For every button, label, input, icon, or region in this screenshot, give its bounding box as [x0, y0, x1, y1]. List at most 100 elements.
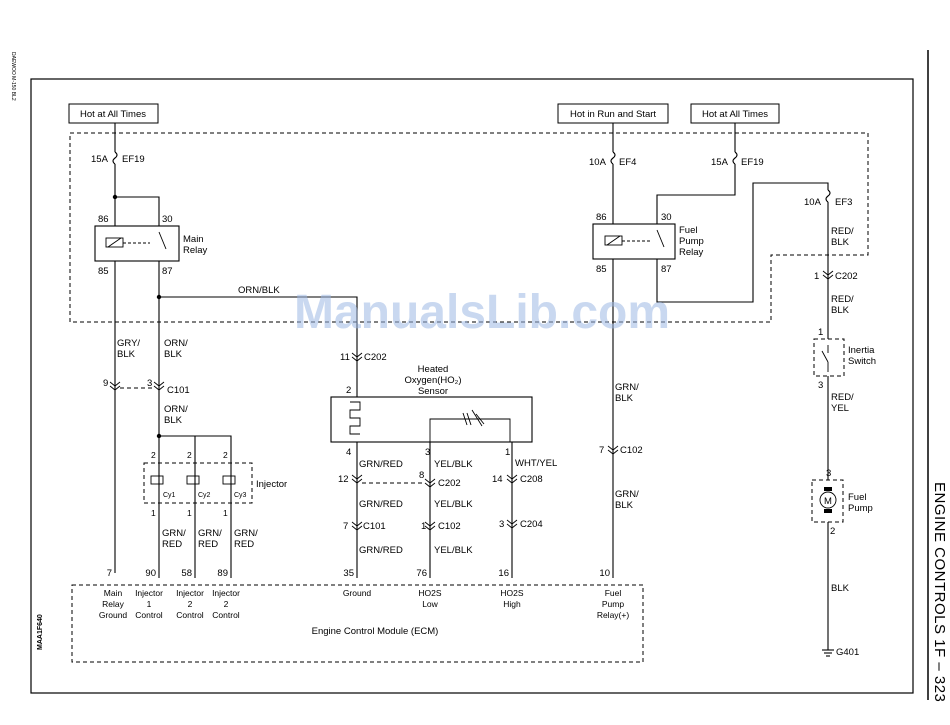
- ef3-fuse: 10A EF3: [804, 189, 852, 339]
- svg-text:1: 1: [151, 508, 156, 518]
- ecm-pin-label: Ground: [343, 588, 372, 598]
- svg-text:EF4: EF4: [619, 157, 636, 168]
- wire-label-grn-blk-1: GRN/BLK: [615, 382, 639, 404]
- svg-text:86: 86: [98, 214, 109, 225]
- c102-sensor-connector: 1 C102: [421, 521, 461, 532]
- svg-text:M: M: [824, 496, 832, 507]
- svg-text:7: 7: [599, 445, 604, 456]
- svg-text:2: 2: [223, 450, 228, 460]
- hot-in-run-and-start-label: Hot in Run and Start: [557, 103, 669, 124]
- svg-text:7: 7: [343, 521, 348, 532]
- svg-text:EF19: EF19: [122, 154, 145, 165]
- ecm-block: Engine Control Module (ECM): [71, 584, 644, 663]
- svg-text:1: 1: [421, 521, 426, 532]
- wire-label-grn-red-1: GRN/RED: [359, 459, 403, 470]
- ecm-pin-number: 76: [416, 568, 427, 579]
- wire-label-orn-blk: ORN/BLK: [238, 285, 280, 296]
- svg-text:Cy1: Cy1: [163, 492, 176, 499]
- side-code: DAEWOO M-150 BL2: [10, 52, 16, 101]
- svg-text:8: 8: [419, 470, 424, 481]
- ecm-pin-number: 35: [343, 568, 354, 579]
- ecm-pin-number: 90: [145, 568, 156, 579]
- fuse-box-outline: [69, 132, 869, 323]
- svg-text:C102: C102: [620, 445, 643, 456]
- svg-text:G401: G401: [836, 647, 859, 658]
- svg-text:C202: C202: [835, 271, 858, 282]
- svg-text:2: 2: [830, 526, 835, 537]
- svg-text:Hot at All Times: Hot at All Times: [80, 109, 146, 120]
- svg-text:C208: C208: [520, 474, 543, 485]
- injector-label: Injector: [256, 479, 287, 490]
- svg-text:87: 87: [661, 264, 672, 275]
- injector-cy3: 2 1 Cy3: [222, 450, 247, 518]
- wire-label-wht-yel: WHT/YEL: [515, 458, 557, 469]
- wire-label-yel-blk-3: YEL/BLK: [434, 545, 473, 556]
- ground-g401: G401: [822, 647, 859, 658]
- wire-label-grn-red-inj3: GRN/RED: [234, 528, 258, 550]
- ef19-right-fuse: 15A EF19: [656, 123, 764, 224]
- svg-text:15A: 15A: [91, 154, 109, 165]
- svg-text:15A: 15A: [711, 157, 729, 168]
- svg-text:3: 3: [147, 378, 152, 389]
- injector-cy2: 2 1 Cy2: [186, 450, 211, 518]
- hot-at-all-times-left-label: Hot at All Times: [68, 103, 159, 124]
- svg-text:3: 3: [826, 468, 831, 479]
- svg-text:1: 1: [187, 508, 192, 518]
- c202-right-connector: 1 C202: [814, 270, 858, 282]
- ecm-title: Engine Control Module (ECM): [312, 626, 439, 637]
- svg-text:3: 3: [499, 519, 504, 530]
- ecm-pin-number: 7: [107, 568, 112, 579]
- wire-label-orn-blk-2: ORN/BLK: [164, 404, 188, 426]
- svg-text:C101: C101: [167, 385, 190, 396]
- ecm-pin-number: 10: [599, 568, 610, 579]
- c208-connector: 14 C208: [492, 474, 543, 485]
- svg-text:Cy3: Cy3: [234, 492, 247, 499]
- wire-label-blk: BLK: [831, 583, 850, 594]
- side-title: ENGINE CONTROLS 1F – 323: [931, 482, 948, 702]
- svg-text:9: 9: [103, 378, 108, 389]
- svg-text:4: 4: [346, 447, 351, 458]
- wire-label-yel-blk-1: YEL/BLK: [434, 459, 473, 470]
- svg-text:1: 1: [223, 508, 228, 518]
- svg-text:C102: C102: [438, 521, 461, 532]
- svg-text:10A: 10A: [804, 197, 822, 208]
- wire-label-red-yel: RED/YEL: [831, 392, 854, 414]
- wire-label-grn-red-2: GRN/RED: [359, 499, 403, 510]
- svg-text:3: 3: [425, 447, 430, 458]
- wire-label-orn-blk-1: ORN/BLK: [164, 338, 188, 360]
- hot-at-all-times-right-label: Hot at All Times: [690, 103, 780, 124]
- c101-mid-connector: 7 C101: [343, 521, 386, 532]
- ecm-pin-number: 16: [498, 568, 509, 579]
- svg-text:1: 1: [814, 271, 819, 282]
- fuel-pump-feed-wire: [656, 182, 829, 303]
- injector-feed-wire: [159, 435, 232, 460]
- svg-text:C101: C101: [363, 521, 386, 532]
- wire-label-yel-blk-2: YEL/BLK: [434, 499, 473, 510]
- ecm-pin-number: 89: [217, 568, 228, 579]
- svg-text:1: 1: [818, 327, 823, 338]
- figure-code: MAA1F640: [37, 614, 44, 650]
- c102-fp-connector: 7 C102: [599, 445, 643, 456]
- ef19-left-fuse: 15A EF19: [91, 123, 145, 197]
- wire-label-red-blk-2: RED/BLK: [831, 294, 854, 316]
- svg-text:2: 2: [151, 450, 156, 460]
